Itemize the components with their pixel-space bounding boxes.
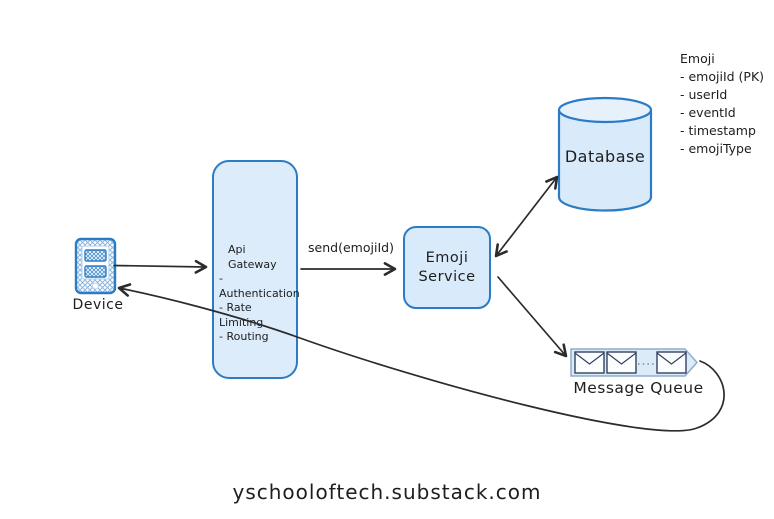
api-gateway-item: - Rate Limiting [219,301,264,329]
api-gateway-item: - Authentication [219,272,300,300]
emoji-schema-field: - timestamp [680,123,756,138]
send-emojiid-arrow-label: send(emojiId) [308,240,394,255]
arrow-device-to-gateway [113,259,208,274]
arrow-service-database-bidirectional [494,175,559,258]
emoji-schema-annotation: Emoji - emojiId (PK) - userId - eventId … [680,50,774,158]
database-label: Database [564,147,646,166]
emoji-schema-field: - eventId [680,105,736,120]
emoji-schema-title: Emoji [680,51,715,66]
api-gateway-node: Api Gateway - Authentication - Rate Limi… [212,160,300,379]
watermark-url: yschooloftech.substack.com [232,480,542,504]
emoji-schema-field: - emojiId (PK) [680,69,765,84]
emoji-schema-field: - emojiType [680,141,752,156]
message-queue-shape [570,348,699,377]
envelope-icon [656,351,687,374]
emoji-schema-field: - userId [680,87,728,102]
emoji-service-node: Emoji Service [403,226,491,309]
arrow-service-to-queue [497,276,568,358]
message-queue-label: Message Queue [573,379,704,397]
device-phone-icon [74,237,117,295]
arrow-queue-to-device-curve [117,283,725,432]
emoji-service-label-line2: Service [418,268,476,285]
api-gateway-title: Api Gateway [228,243,277,271]
emoji-service-label-line1: Emoji [425,249,469,266]
envelope-icon [574,351,605,374]
envelope-icon [606,351,637,374]
device-label: Device [72,297,124,313]
api-gateway-item: - Routing [219,330,269,343]
